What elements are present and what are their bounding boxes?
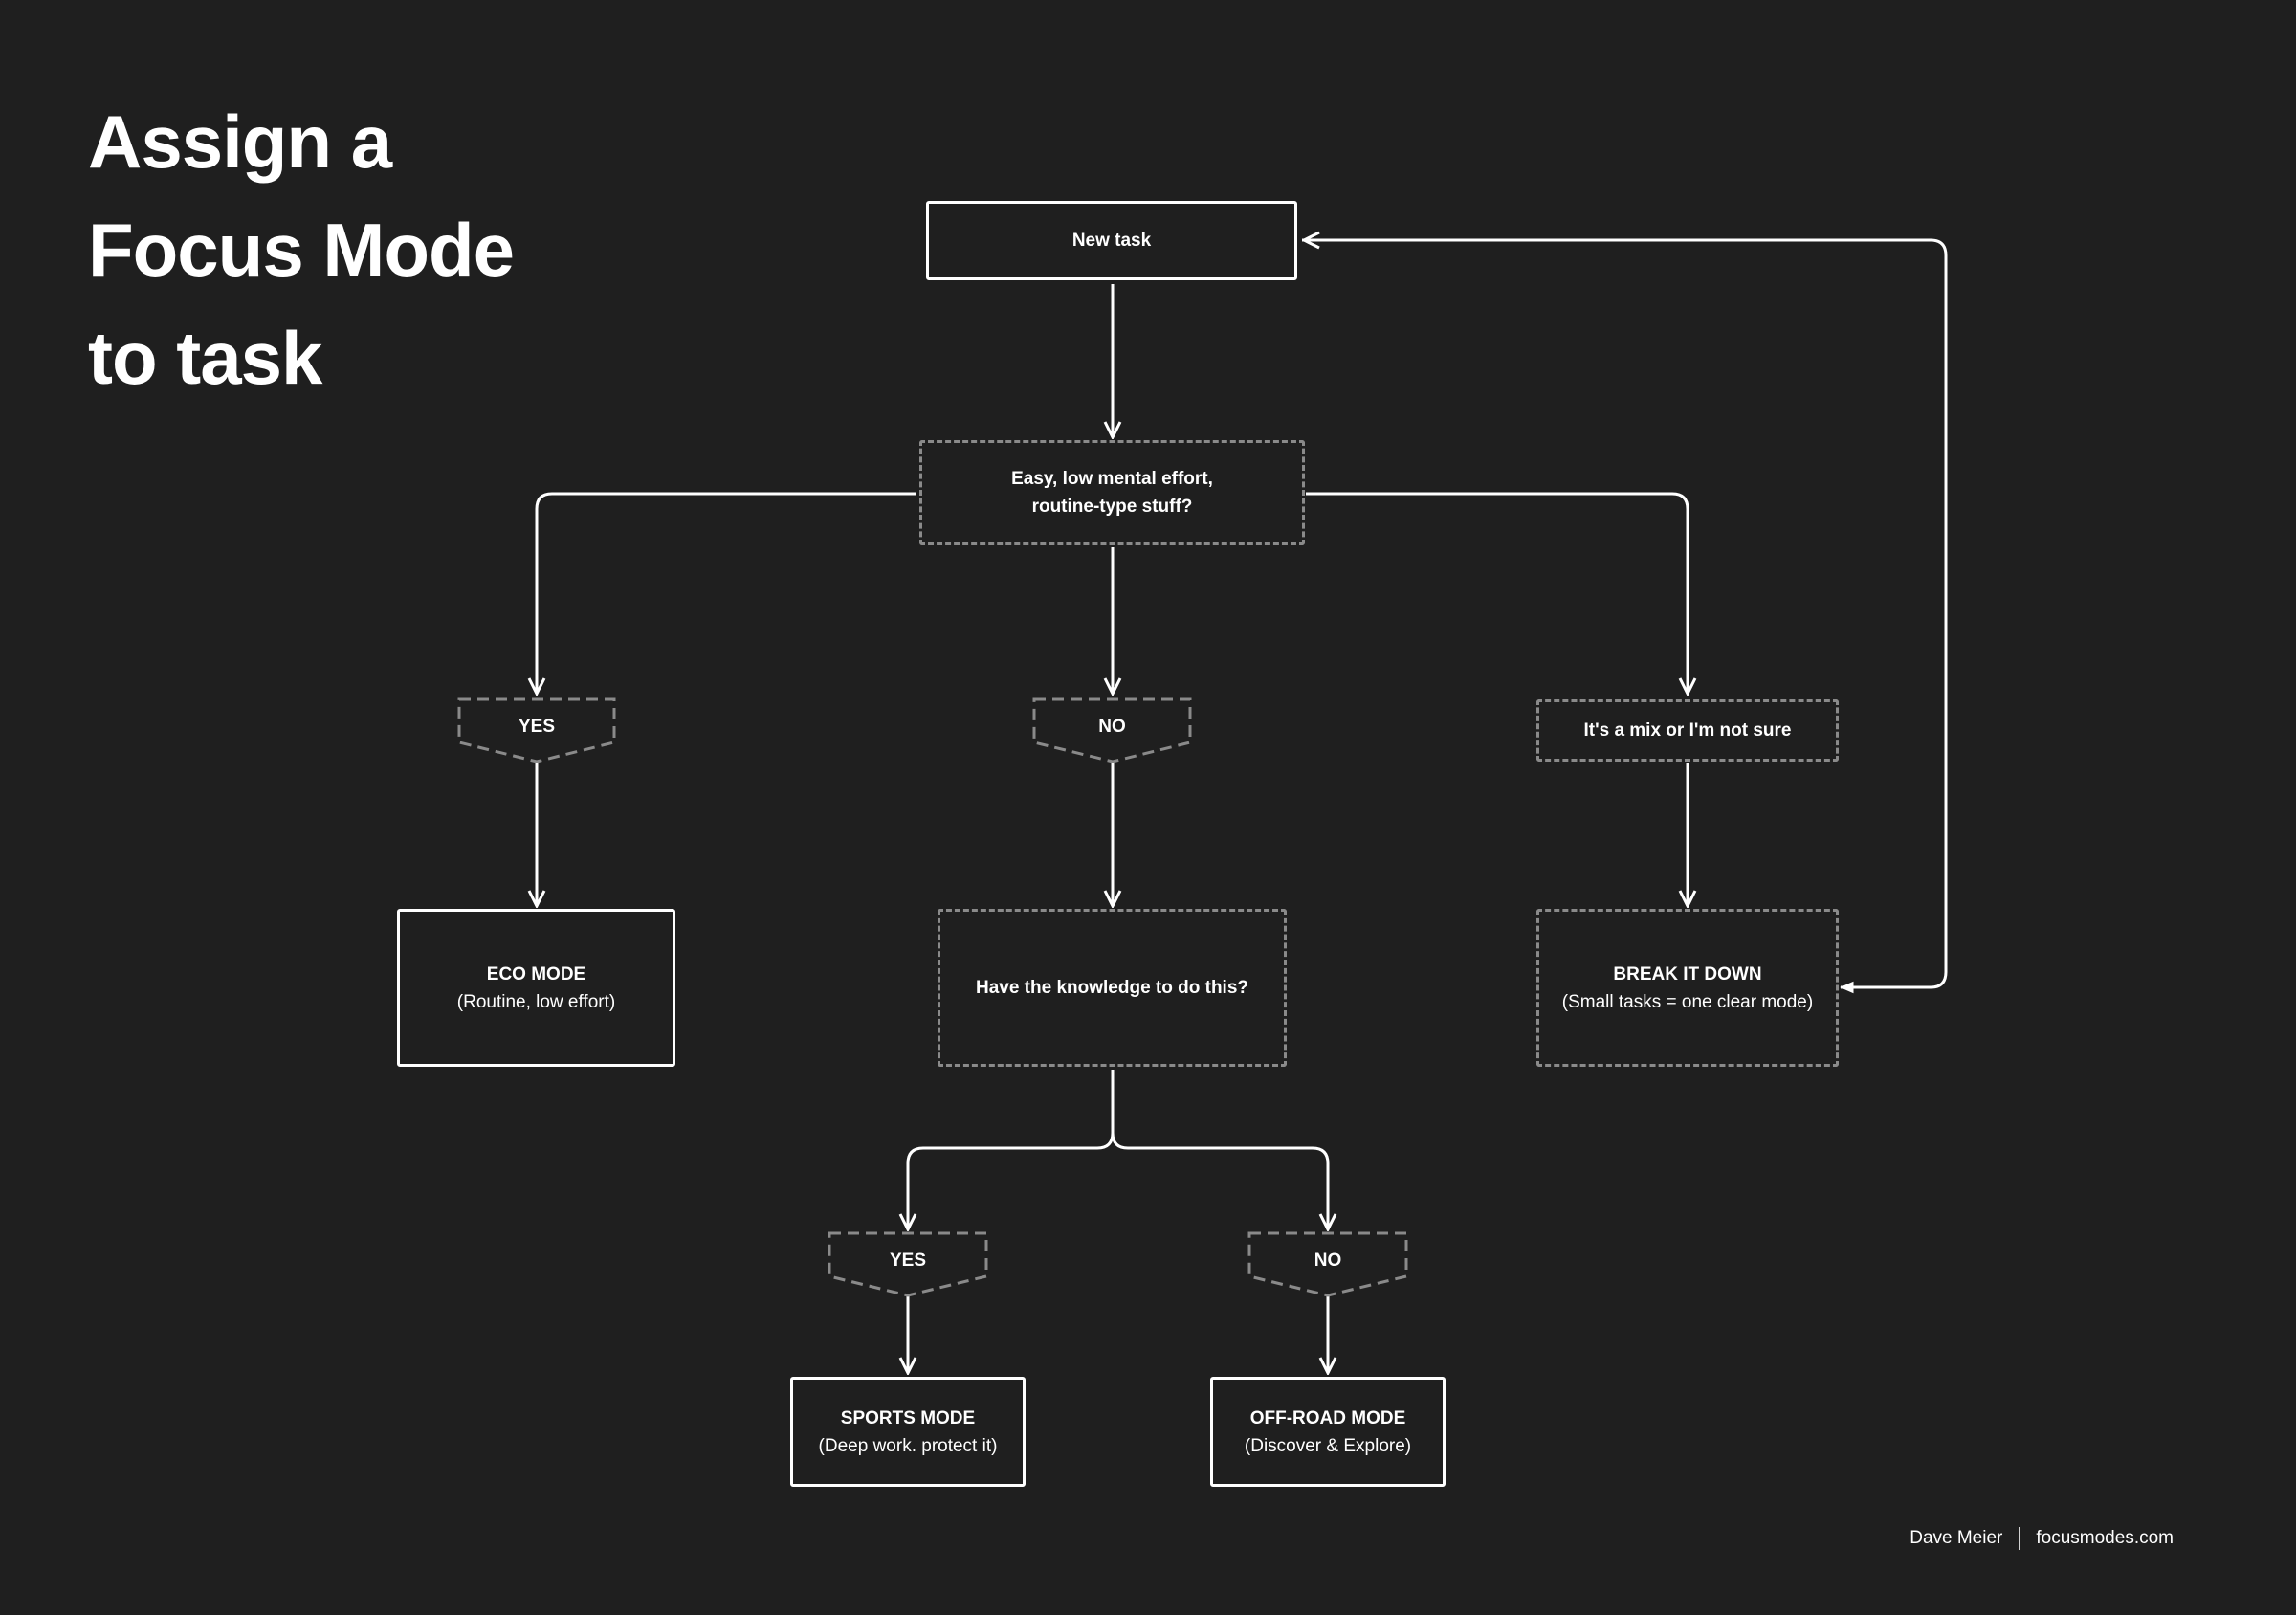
no2-tag-shape — [1247, 1231, 1408, 1297]
tag-no-1: NO — [1034, 701, 1190, 753]
eco-mode-title: ECO MODE — [486, 963, 586, 984]
break-subtitle: (Small tasks = one clear mode) — [1561, 991, 1814, 1012]
title-line-2: Focus Mode — [88, 208, 515, 292]
connector-feedback-loop — [1302, 238, 1948, 994]
title-line-3: to task — [88, 316, 322, 400]
node-new-task-label: New task — [1071, 231, 1152, 251]
eco-mode-subtitle: (Routine, low effort) — [456, 991, 616, 1012]
tag-yes-2: YES — [829, 1235, 986, 1287]
yes1-tag-shape — [457, 697, 616, 763]
node-sports-mode: SPORTS MODE (Deep work. protect it) — [790, 1377, 1026, 1487]
sports-mode-title: SPORTS MODE — [840, 1407, 976, 1428]
tag-yes-1: YES — [459, 701, 614, 753]
sports-mode-subtitle: (Deep work. protect it) — [818, 1435, 998, 1456]
tag-no-1-label: NO — [1098, 717, 1126, 737]
node-mix-label: It's a mix or I'm not sure — [1583, 720, 1792, 741]
node-mix-not-sure: It's a mix or I'm not sure — [1536, 699, 1839, 762]
page-title: Assign a Focus Mode to task — [88, 88, 515, 412]
question1-line1: Easy, low mental effort, — [1011, 469, 1213, 489]
no1-tag-shape — [1032, 697, 1192, 763]
break-title: BREAK IT DOWN — [1613, 963, 1762, 984]
tag-yes-1-label: YES — [518, 717, 556, 737]
connector-q1-yes — [537, 492, 916, 694]
tag-no-2-label: NO — [1314, 1250, 1342, 1271]
offroad-mode-title: OFF-ROAD MODE — [1249, 1407, 1406, 1428]
title-line-1: Assign a — [88, 100, 392, 184]
footer-separator — [2019, 1527, 2020, 1550]
footer-author: Dave Meier — [1910, 1528, 2003, 1548]
footer-site-link[interactable]: focusmodes.com — [2036, 1528, 2174, 1548]
tag-yes-2-label: YES — [889, 1250, 927, 1271]
footer-credits: Dave Meier focusmodes.com — [1910, 1527, 2174, 1550]
node-question-knowledge: Have the knowledge to do this? — [938, 909, 1287, 1067]
connector-q1-mix — [1306, 492, 1688, 694]
connector-q2-split — [908, 1070, 1115, 1229]
node-eco-mode: ECO MODE (Routine, low effort) — [397, 909, 675, 1067]
yes2-tag-shape — [828, 1231, 988, 1297]
question1-line2: routine-type stuff? — [1031, 497, 1193, 517]
node-offroad-mode: OFF-ROAD MODE (Discover & Explore) — [1210, 1377, 1446, 1487]
node-new-task: New task — [926, 201, 1297, 280]
offroad-mode-subtitle: (Discover & Explore) — [1244, 1435, 1412, 1456]
tag-no-2: NO — [1249, 1235, 1406, 1287]
question2-label: Have the knowledge to do this? — [975, 978, 1249, 998]
node-break-it-down: BREAK IT DOWN (Small tasks = one clear m… — [1536, 909, 1839, 1067]
node-question-routine: Easy, low mental effort, routine-type st… — [919, 440, 1305, 545]
